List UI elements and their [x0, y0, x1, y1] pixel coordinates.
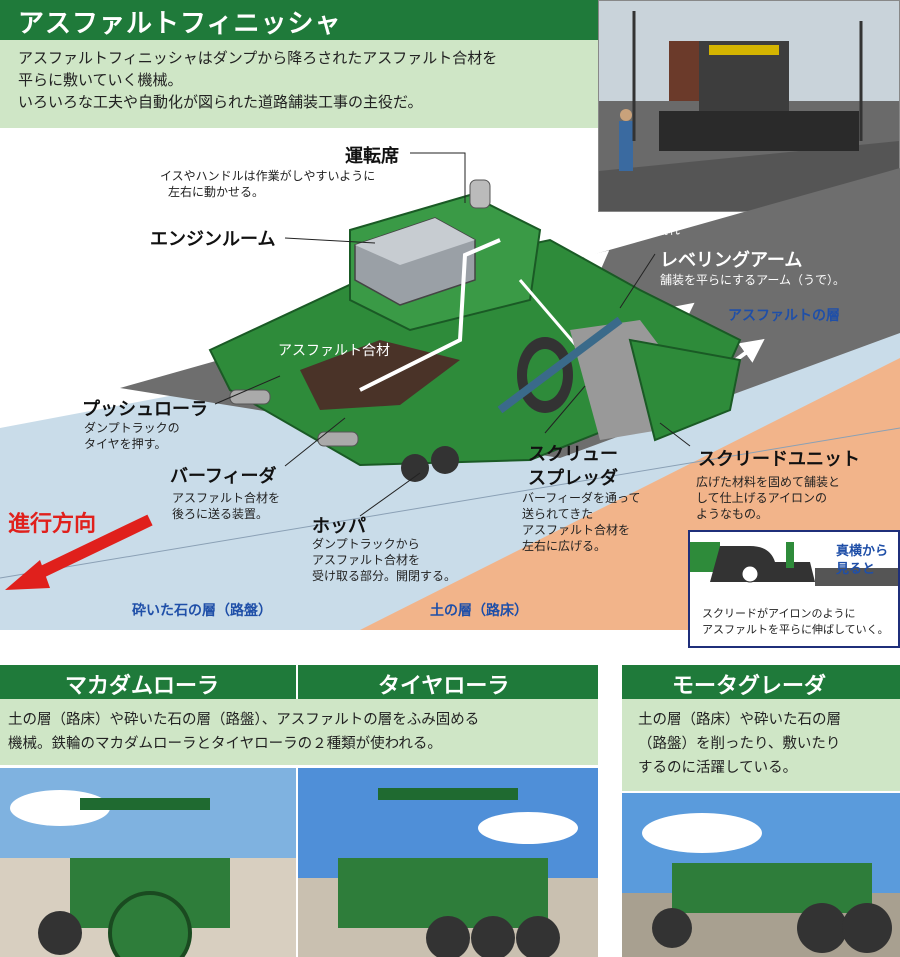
grader-desc-box: [622, 699, 900, 791]
tire-roller-title: タイヤローラ: [378, 674, 510, 699]
tire-title-bar: [298, 665, 598, 699]
label-hopper: ホッパ: [312, 516, 366, 537]
grader-desc-1: 土の層（路床）や砕いた石の層: [638, 712, 841, 728]
finisher-intro-line3: いろいろな工夫や自動化が図られた道路舗装工事の主役だ。: [18, 93, 423, 111]
macadam-title-bar: [0, 665, 296, 699]
label-push-roller: プッシュローラ: [82, 399, 208, 420]
desc-screed-1: 広げた材料を固めて舗装と: [696, 475, 841, 489]
label-screw-1: スクリュー: [528, 444, 618, 465]
inset-side-1: 真横から: [836, 544, 889, 559]
direction-arrow-icon: [5, 514, 153, 590]
label-engine-room: エンジンルーム: [150, 229, 276, 250]
finisher-title: アスファルトフィニッシャ: [18, 9, 342, 39]
desc-hopper-2: アスファルト合材を: [312, 553, 421, 567]
grader-title: モータグレーダ: [672, 674, 827, 699]
finisher-intro-line1: アスファルトフィニッシャはダンプから降ろされたアスファルト合材を: [18, 49, 498, 67]
desc-bar-feeder-2: 後ろに送る装置。: [172, 507, 269, 521]
desc-hopper-3: 受け取る部分。開閉する。: [312, 569, 457, 583]
grader-desc-3: するのに活躍している。: [638, 760, 798, 776]
finisher-intro-box: [0, 40, 598, 128]
inset-desc-2: アスファルトを平らに伸ばしていく。: [702, 623, 889, 636]
rollers-desc-2: 機械。鉄輪のマカダムローラとタイヤローラの２種類が使われる。: [8, 736, 442, 752]
label-soil-layer: 土の層（路床）: [430, 603, 528, 619]
finisher-machine-illustration: [208, 179, 742, 482]
label-leveling-arm: レベリングアーム: [660, 250, 803, 271]
desc-screw-1: バーフィーダを通って: [522, 491, 641, 505]
finisher-title-bar: [0, 0, 598, 40]
desc-screw-3: アスファルト合材を: [522, 523, 631, 537]
label-direction: 進行方向: [8, 512, 97, 537]
label-driver-seat: 運転席: [345, 146, 399, 167]
tire-roller-photo: [298, 768, 598, 957]
desc-hopper-1: ダンプトラックから: [312, 537, 420, 551]
desc-screw-4: 左右に広げる。: [522, 539, 607, 553]
desc-leveling-arm: 舗装を平らにするアーム（うで）。: [660, 273, 846, 287]
finisher-photo: [598, 0, 900, 212]
label-mixture: アスファルト合材: [278, 343, 390, 359]
label-bar-feeder: バーフィーダ: [170, 466, 277, 487]
finisher-intro-line2: 平らに敷いていく機械。: [18, 71, 183, 89]
inset-desc-1: スクリードがアイロンのように: [702, 607, 856, 620]
desc-driver-seat-1: イスやハンドルは作業がしやすいように: [160, 169, 376, 183]
desc-screw-2: 送られてきた: [522, 507, 594, 521]
macadam-title: マカダムローラ: [65, 674, 220, 699]
label-flow: アスファルト合材の流れ: [548, 223, 681, 237]
inset-side-2: 見ると: [836, 562, 876, 577]
leader-lines: [214, 152, 691, 517]
label-crushed-stone-layer: 砕いた石の層（路盤）: [132, 603, 272, 619]
label-asphalt-layer: アスファルトの層: [728, 308, 840, 324]
label-screw-2: スプレッダ: [528, 468, 618, 489]
label-screed: スクリードユニット: [698, 449, 860, 470]
desc-screed-3: ようなもの。: [696, 507, 769, 521]
motor-grader-photo: [622, 793, 900, 957]
grader-title-bar: [622, 665, 900, 699]
screed-side-view-inset: [688, 530, 900, 648]
desc-driver-seat-2: 左右に動かせる。: [168, 185, 265, 199]
desc-push-roller-1: ダンプトラックの: [84, 421, 180, 435]
grader-desc-2: （路盤）を削ったり、敷いたり: [638, 736, 841, 752]
desc-screed-2: して仕上げるアイロンの: [696, 491, 828, 505]
rollers-desc-1: 土の層（路床）や砕いた石の層（路盤）、アスファルトの層をふみ固める: [8, 712, 480, 728]
rollers-desc-box: [0, 699, 598, 765]
desc-bar-feeder-1: アスファルト合材を: [172, 491, 281, 505]
macadam-roller-photo: [0, 768, 296, 957]
desc-push-roller-2: タイヤを押す。: [84, 437, 167, 451]
